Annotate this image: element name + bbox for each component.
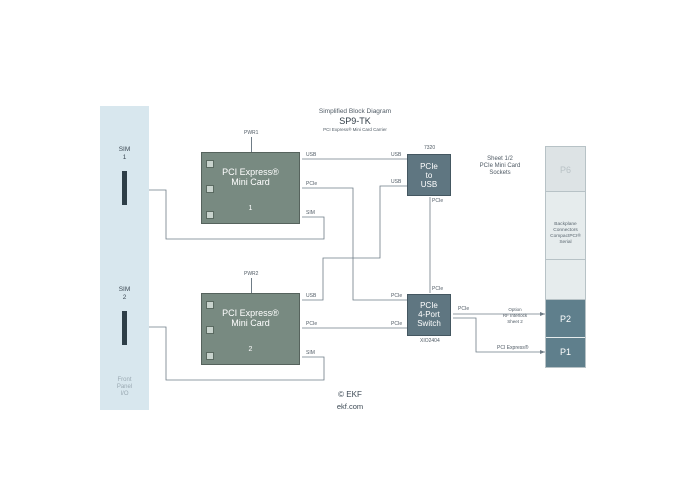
sim1-label: SIM 1	[118, 146, 131, 161]
card1-usb-label: USB	[306, 152, 317, 158]
card1-pin	[206, 211, 214, 219]
card2-usb-label: USB	[306, 293, 317, 299]
pcie-4-port-switch: PCIe 4-Port Switch	[407, 294, 451, 336]
pcie-to-usb-bridge: PCIe to USB	[407, 154, 451, 196]
switch-pcie-out-label: PCIe	[458, 306, 470, 312]
card2-pcie-label: PCIe	[306, 321, 318, 327]
backplane-spacer	[546, 260, 585, 300]
mini-card-2: PCI Express® Mini Card 2	[201, 293, 300, 365]
backplane-connectors: P6 Backplane Connectors CompactPCI® Seri…	[545, 146, 586, 368]
card2-power-label: PWR2	[244, 271, 259, 277]
bridge-usb-in-2: USB	[391, 179, 402, 185]
card2-power-tick	[251, 278, 252, 293]
front-panel	[100, 106, 149, 410]
bridge-usb-in-1: USB	[391, 152, 402, 158]
card1-number: 1	[248, 205, 253, 212]
mini-card-1: PCI Express® Mini Card 1	[201, 152, 300, 224]
diagram-model: SP9-TK	[339, 116, 371, 126]
wire-card2-sim	[125, 326, 325, 381]
arrow-p2	[540, 312, 545, 316]
card1-title: PCI Express® Mini Card	[222, 167, 279, 187]
front-panel-caption: Front Panel I/O	[116, 377, 133, 397]
copyright-text: © EKF	[338, 390, 362, 399]
bridge-pcie-out-label: PCIe	[432, 198, 444, 204]
wire-card2-usb	[302, 185, 407, 301]
switch-pcie-in-2: PCIe	[391, 321, 403, 327]
usb-bridge-part: 7320	[424, 145, 436, 151]
card2-title: PCI Express® Mini Card	[222, 308, 279, 328]
sheet-note: Sheet 1/2 PCIe Mini Card Sockets	[479, 156, 521, 176]
card1-pin	[206, 160, 214, 168]
wire-card1-sim	[125, 189, 325, 240]
sim2-slot	[122, 311, 127, 345]
card2-pin	[206, 352, 214, 360]
sim2-label: SIM 2	[118, 286, 131, 301]
switch-part: XIO2404	[420, 338, 440, 344]
card1-sim-label: SIM	[306, 210, 315, 216]
connector-p6: P6	[546, 147, 585, 192]
diagram-title-block: Simplified Block Diagram SP9-TK PCI Expr…	[300, 108, 410, 133]
connector-p1: P1	[546, 338, 585, 367]
connector-p2: P2	[546, 300, 585, 338]
sim1-slot	[122, 171, 127, 205]
card1-power-tick	[251, 137, 252, 152]
card2-pin	[206, 326, 214, 334]
card2-sim-label: SIM	[306, 350, 315, 356]
card2-number: 2	[248, 346, 253, 353]
card1-pcie-label: PCIe	[306, 181, 318, 187]
switch-pcie-in-1: PCIe	[391, 293, 403, 299]
backplane-description: Backplane Connectors CompactPCI® Serial	[546, 192, 585, 260]
option-note: Option RF Interlock Sheet 2	[502, 307, 528, 324]
wire-switch-p1	[453, 317, 545, 353]
card1-power-label: PWR1	[244, 130, 259, 136]
wire-card1-pcie	[302, 187, 407, 301]
switch-pcie-top-label: PCIe	[432, 286, 444, 292]
diagram-subtitle: Simplified Block Diagram	[318, 108, 392, 115]
card1-pin	[206, 185, 214, 193]
diagram-product: PCI Express® Mini Card Carrier	[323, 127, 387, 132]
website-link[interactable]: ekf.com	[336, 402, 364, 411]
card2-pin	[206, 301, 214, 309]
arrow-p1	[540, 350, 545, 354]
pci-express-label: PCI Express®	[497, 345, 529, 351]
